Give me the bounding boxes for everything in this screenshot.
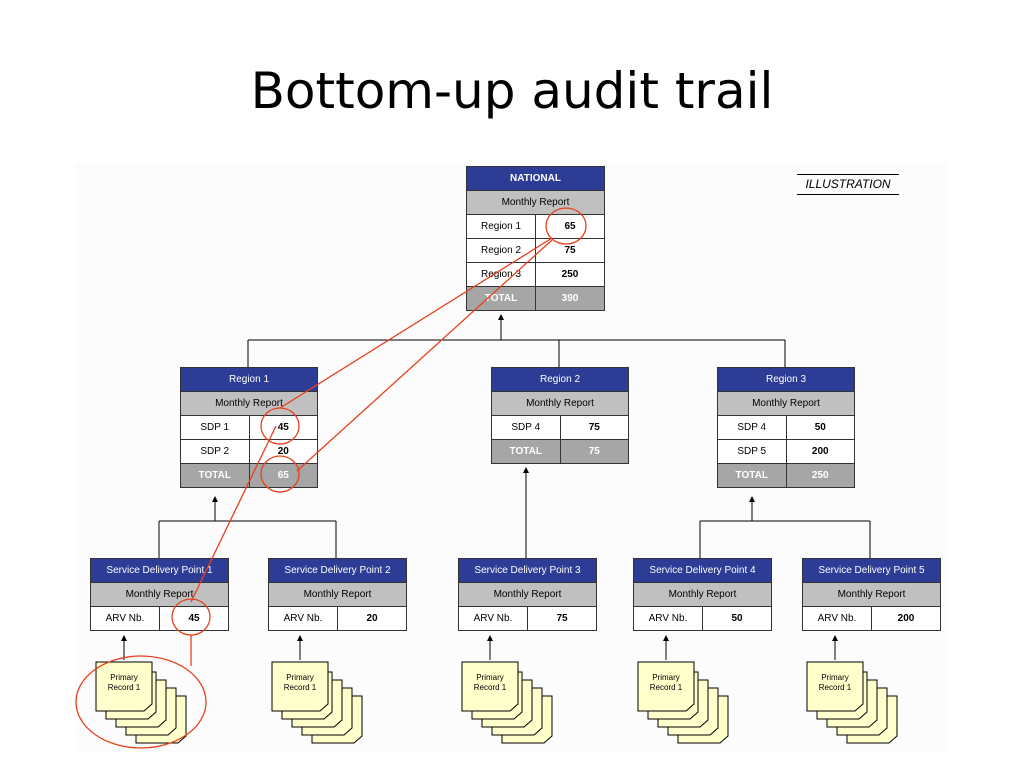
region-subheader: Monthly Report bbox=[718, 392, 854, 416]
national-report-box: NATIONAL Monthly Report Region 1 65 Regi… bbox=[466, 166, 605, 311]
record-label-line1: Primary bbox=[286, 673, 314, 682]
row-value: 50 bbox=[731, 613, 743, 624]
table-row: ARV Nb. 45 bbox=[91, 607, 228, 630]
region-header: Region 1 bbox=[181, 368, 317, 392]
slide-title: Bottom-up audit trail bbox=[250, 62, 774, 120]
table-row: SDP 1 45 bbox=[181, 416, 317, 440]
total-row: TOTAL 250 bbox=[718, 464, 854, 487]
total-value: 65 bbox=[277, 470, 289, 481]
sdp-3-report-box: Service Delivery Point 3 Monthly Report … bbox=[458, 558, 597, 631]
record-label-line1: Primary bbox=[652, 673, 680, 682]
total-label: TOTAL bbox=[467, 287, 536, 310]
total-row: TOTAL 65 bbox=[181, 464, 317, 487]
national-header: NATIONAL bbox=[467, 167, 604, 191]
sdp-subheader: Monthly Report bbox=[459, 583, 596, 607]
total-value: 390 bbox=[561, 293, 579, 304]
row-label: Region 1 bbox=[467, 215, 536, 238]
record-label-4: Primary Record 1 bbox=[642, 673, 690, 693]
region-header: Region 3 bbox=[718, 368, 854, 392]
row-label: SDP 4 bbox=[718, 416, 787, 439]
row-label: ARV Nb. bbox=[91, 607, 160, 630]
sdp-subheader: Monthly Report bbox=[91, 583, 228, 607]
record-label-3: Primary Record 1 bbox=[466, 673, 514, 693]
row-label: ARV Nb. bbox=[803, 607, 872, 630]
total-label: TOTAL bbox=[718, 464, 787, 487]
region-header: Region 2 bbox=[492, 368, 628, 392]
row-value: 20 bbox=[277, 446, 289, 457]
row-value: 75 bbox=[588, 422, 600, 433]
national-subheader: Monthly Report bbox=[467, 191, 604, 215]
table-row: Region 2 75 bbox=[467, 239, 604, 263]
row-value: 200 bbox=[897, 613, 915, 624]
table-row: SDP 5 200 bbox=[718, 440, 854, 464]
row-label: SDP 4 bbox=[492, 416, 561, 439]
table-row: SDP 4 50 bbox=[718, 416, 854, 440]
total-value: 250 bbox=[811, 470, 829, 481]
table-row: ARV Nb. 50 bbox=[634, 607, 771, 630]
record-label-line1: Primary bbox=[821, 673, 849, 682]
row-label: ARV Nb. bbox=[634, 607, 703, 630]
sdp-5-report-box: Service Delivery Point 5 Monthly Report … bbox=[802, 558, 941, 631]
row-value: 75 bbox=[564, 245, 576, 256]
sdp-subheader: Monthly Report bbox=[269, 583, 406, 607]
record-label-line2: Record 1 bbox=[107, 683, 141, 692]
record-label-5: Primary Record 1 bbox=[811, 673, 859, 693]
row-value: 75 bbox=[556, 613, 568, 624]
total-row: TOTAL 390 bbox=[467, 287, 604, 310]
region-subheader: Monthly Report bbox=[181, 392, 317, 416]
sdp-header: Service Delivery Point 5 bbox=[803, 559, 940, 583]
row-label: Region 3 bbox=[467, 263, 536, 286]
record-label-1: Primary Record 1 bbox=[100, 673, 148, 693]
table-row: Region 3 250 bbox=[467, 263, 604, 287]
row-value: 50 bbox=[814, 422, 826, 433]
sdp-4-report-box: Service Delivery Point 4 Monthly Report … bbox=[633, 558, 772, 631]
table-row: ARV Nb. 20 bbox=[269, 607, 406, 630]
row-value: 65 bbox=[564, 221, 576, 232]
sdp-subheader: Monthly Report bbox=[803, 583, 940, 607]
record-label-line1: Primary bbox=[110, 673, 138, 682]
sdp-header: Service Delivery Point 1 bbox=[91, 559, 228, 583]
total-label: TOTAL bbox=[181, 464, 250, 487]
row-label: ARV Nb. bbox=[459, 607, 528, 630]
table-row: SDP 4 75 bbox=[492, 416, 628, 440]
sdp-header: Service Delivery Point 2 bbox=[269, 559, 406, 583]
illustration-label: ILLUSTRATION bbox=[797, 174, 899, 195]
row-value: 20 bbox=[366, 613, 378, 624]
total-label: TOTAL bbox=[492, 440, 561, 463]
row-label: SDP 2 bbox=[181, 440, 250, 463]
sdp-2-report-box: Service Delivery Point 2 Monthly Report … bbox=[268, 558, 407, 631]
record-label-line2: Record 1 bbox=[473, 683, 507, 692]
sdp-header: Service Delivery Point 4 bbox=[634, 559, 771, 583]
record-label-2: Primary Record 1 bbox=[276, 673, 324, 693]
sdp-header: Service Delivery Point 3 bbox=[459, 559, 596, 583]
table-row: SDP 2 20 bbox=[181, 440, 317, 464]
table-row: Region 1 65 bbox=[467, 215, 604, 239]
total-value: 75 bbox=[588, 446, 600, 457]
record-label-line1: Primary bbox=[476, 673, 504, 682]
row-value: 200 bbox=[811, 446, 829, 457]
region-2-report-box: Region 2 Monthly Report SDP 4 75 TOTAL 7… bbox=[491, 367, 629, 464]
sdp-subheader: Monthly Report bbox=[634, 583, 771, 607]
record-label-line2: Record 1 bbox=[283, 683, 317, 692]
row-value: 45 bbox=[188, 613, 200, 624]
row-label: SDP 1 bbox=[181, 416, 250, 439]
region-subheader: Monthly Report bbox=[492, 392, 628, 416]
table-row: ARV Nb. 200 bbox=[803, 607, 940, 630]
row-value: 45 bbox=[277, 422, 289, 433]
record-label-line2: Record 1 bbox=[818, 683, 852, 692]
record-label-line2: Record 1 bbox=[649, 683, 683, 692]
sdp-1-report-box: Service Delivery Point 1 Monthly Report … bbox=[90, 558, 229, 631]
region-1-report-box: Region 1 Monthly Report SDP 1 45 SDP 2 2… bbox=[180, 367, 318, 488]
total-row: TOTAL 75 bbox=[492, 440, 628, 463]
table-row: ARV Nb. 75 bbox=[459, 607, 596, 630]
row-label: ARV Nb. bbox=[269, 607, 338, 630]
row-value: 250 bbox=[561, 269, 579, 280]
row-label: Region 2 bbox=[467, 239, 536, 262]
row-label: SDP 5 bbox=[718, 440, 787, 463]
region-3-report-box: Region 3 Monthly Report SDP 4 50 SDP 5 2… bbox=[717, 367, 855, 488]
